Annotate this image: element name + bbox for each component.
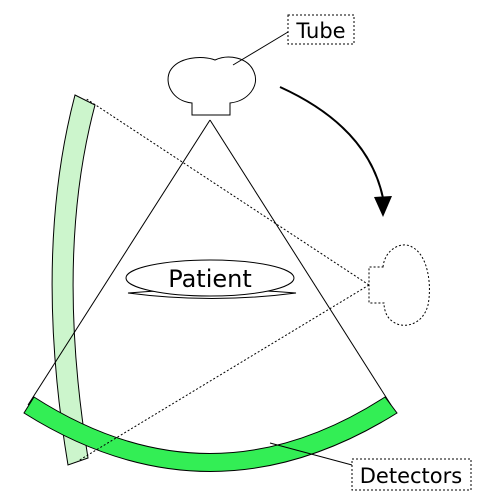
detector-arc-rotated [51,94,96,466]
xray-beam-rotated [77,97,370,462]
detector-arc [23,396,398,472]
detectors-label-box [351,458,472,491]
patient-body [125,259,295,297]
tube-label-box [287,14,355,45]
detectors-label: Detectors [360,464,462,488]
rotation-arrow [279,86,392,217]
xray-tube-rotated [368,244,430,326]
detectors-callout-line [269,442,353,466]
xray-beam [27,119,392,406]
tube-callout-line [232,31,289,66]
xray-tube [167,56,256,116]
patient-label: Patient [168,265,252,293]
tube-label: Tube [295,19,345,43]
patient: Patient [125,259,297,299]
